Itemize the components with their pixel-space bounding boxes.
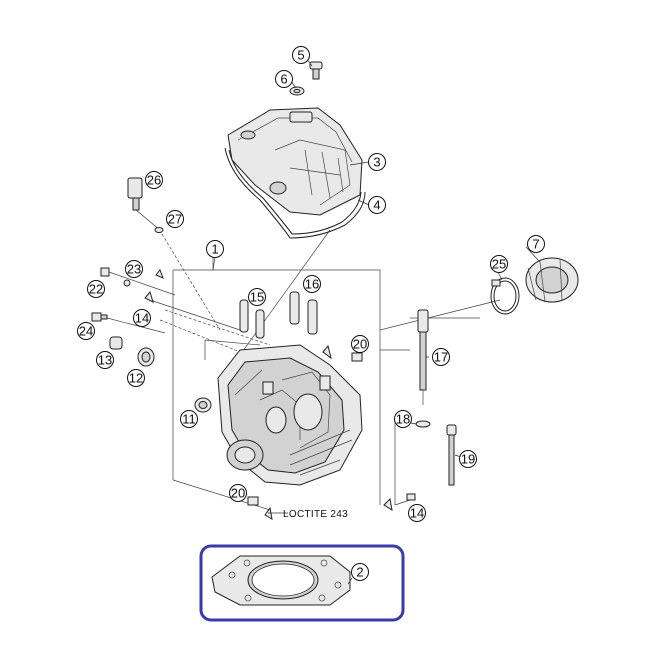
- stud-14-bottom: [383, 493, 416, 512]
- svg-text:4: 4: [373, 198, 380, 213]
- callout-1: 1: [206, 240, 224, 258]
- callout-24: 24: [77, 322, 95, 340]
- cylinder-head: [217, 344, 363, 486]
- svg-text:27: 27: [168, 212, 182, 227]
- plug-screw-22: [100, 267, 176, 296]
- callout-6: 6: [275, 70, 293, 88]
- intake-flange: [525, 257, 579, 303]
- cylinder-head-bolt-17: [417, 309, 429, 405]
- banjo-screw-24: [91, 312, 166, 334]
- washer-23: [123, 279, 131, 287]
- callout-12: 12: [127, 369, 145, 387]
- callout-2: 2: [351, 563, 369, 581]
- callout-20-b: 20: [229, 484, 247, 502]
- head-gasket: [211, 555, 351, 606]
- highlight-frame: [199, 544, 405, 622]
- nut-20-top: [322, 344, 363, 362]
- svg-text:16: 16: [305, 277, 319, 292]
- plug-13: [109, 336, 123, 350]
- cover-washer: [289, 86, 305, 96]
- callout-22: 22: [87, 280, 105, 298]
- callout-14-a: 14: [133, 309, 151, 327]
- svg-text:6: 6: [280, 72, 287, 87]
- valve-guides-16: [289, 291, 318, 335]
- svg-text:13: 13: [98, 353, 112, 368]
- valve-cover: [227, 107, 363, 216]
- svg-text:12: 12: [129, 371, 143, 386]
- svg-text:22: 22: [89, 282, 103, 297]
- sensor-o-ring: [154, 227, 221, 331]
- svg-text:14: 14: [410, 506, 424, 521]
- callout-27: 27: [166, 210, 184, 228]
- callout-4: 4: [368, 196, 386, 214]
- callout-17: 17: [432, 348, 450, 366]
- dowel-11: [194, 397, 212, 413]
- svg-text:1: 1: [211, 242, 218, 257]
- callout-5: 5: [292, 46, 310, 64]
- loctite-note: LOCTITE 243: [283, 509, 348, 520]
- svg-text:2: 2: [356, 565, 363, 580]
- callout-13: 13: [96, 351, 114, 369]
- svg-text:7: 7: [532, 237, 539, 252]
- svg-text:5: 5: [297, 48, 304, 63]
- svg-text:26: 26: [147, 173, 161, 188]
- valve-cover-gasket: [224, 147, 366, 239]
- svg-text:20: 20: [231, 486, 245, 501]
- callout-20-a: 20: [351, 335, 369, 353]
- stud-14-top: [144, 269, 164, 303]
- svg-text:25: 25: [492, 257, 506, 272]
- callout-15: 15: [248, 288, 266, 306]
- nut-20-bottom: [247, 496, 273, 520]
- valve-guides-15: [239, 299, 265, 339]
- cover-bolt: [309, 61, 323, 80]
- svg-text:19: 19: [461, 452, 475, 467]
- seal-ring-12: [137, 347, 155, 367]
- svg-text:14: 14: [135, 311, 149, 326]
- callout-18: 18: [394, 410, 412, 428]
- svg-text:18: 18: [396, 412, 410, 427]
- callout-26: 26: [145, 171, 163, 189]
- svg-text:3: 3: [373, 155, 380, 170]
- svg-text:20: 20: [353, 337, 367, 352]
- callout-3: 3: [368, 153, 386, 171]
- svg-text:17: 17: [434, 350, 448, 365]
- hose-clamp: [490, 277, 520, 315]
- bolt-19: [446, 424, 457, 486]
- callout-14-b: 14: [408, 504, 426, 522]
- svg-text:15: 15: [250, 290, 264, 305]
- svg-text:11: 11: [182, 412, 196, 427]
- callout-23: 23: [125, 260, 143, 278]
- callout-16: 16: [303, 275, 321, 293]
- svg-text:23: 23: [127, 262, 141, 277]
- svg-text:24: 24: [79, 324, 93, 339]
- washer-18: [415, 420, 431, 428]
- temperature-sensor: [127, 177, 161, 231]
- callout-7: 7: [527, 235, 545, 253]
- callout-19: 19: [459, 450, 477, 468]
- callout-25: 25: [490, 255, 508, 273]
- callout-11: 11: [180, 410, 198, 428]
